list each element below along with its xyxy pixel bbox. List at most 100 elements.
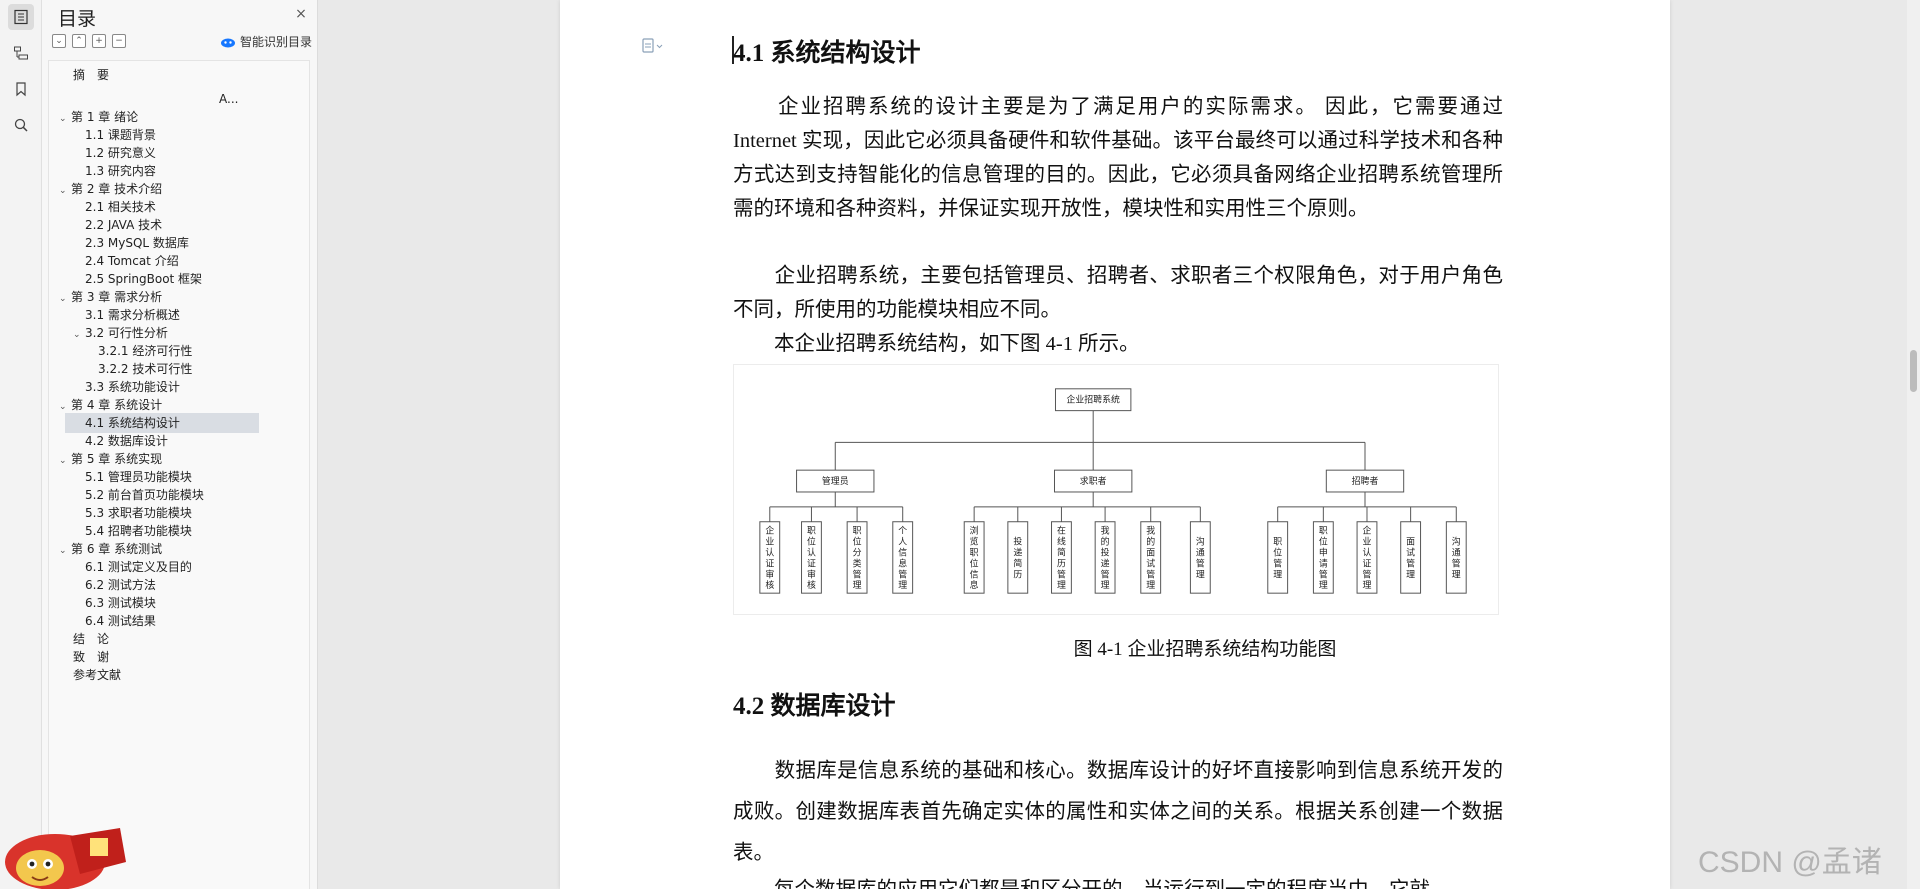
toc-item[interactable]: 1.3 研究内容 — [49, 161, 299, 181]
leaf-node-char: 浏 — [970, 525, 979, 537]
toc-item[interactable]: 4.2 数据库设计 — [49, 431, 299, 451]
structure-diagram: 企业招聘系统管理员企业认证审核职位认证审核职位分类管理个人信息管理求职者浏览职位… — [733, 364, 1499, 615]
group-node — [1053, 469, 1133, 493]
toc-item[interactable]: 2.2 JAVA 技术 — [49, 215, 299, 235]
toc-item[interactable]: 6.1 测试定义及目的 — [49, 557, 299, 577]
leaf-node-char: 理 — [1363, 580, 1372, 591]
leaf-node-char: 认 — [765, 546, 774, 558]
toc-item-label: 致 谢 — [73, 650, 110, 664]
toc-item[interactable]: 2.4 Tomcat 介绍 — [49, 251, 299, 271]
toc-item-label: 2.5 SpringBoot 框架 — [85, 272, 203, 286]
leaf-node-char: 理 — [1057, 580, 1066, 591]
toc-item[interactable]: 3.2.2 技术可行性 — [49, 359, 299, 379]
toc-item-label: 6.3 测试模块 — [85, 596, 156, 610]
toc-item[interactable]: 1.1 课题背景 — [49, 125, 299, 145]
toc-panel-icon[interactable] — [8, 4, 34, 30]
add-heading-button[interactable]: + — [92, 34, 106, 48]
heading-4-1: 4.1 系统结构设计 — [733, 40, 921, 67]
toc-item[interactable]: 3.2.1 经济可行性 — [49, 341, 299, 361]
page-format-icon[interactable] — [642, 38, 664, 58]
toc-item-label: 1.3 研究内容 — [85, 164, 156, 178]
toc-item[interactable]: 2.1 相关技术 — [49, 197, 299, 217]
document-page: 4.1 系统结构设计 企业招聘系统的设计主要是为了满足用户的实际需求。 因此，它… — [560, 0, 1670, 889]
toc-item[interactable]: 参考文献 — [49, 665, 299, 685]
search-icon[interactable] — [8, 112, 34, 138]
leaf-node-char: 线 — [1057, 536, 1066, 548]
toc-item-label: 第 1 章 绪论 — [71, 110, 139, 124]
scrollbar-thumb[interactable] — [1910, 350, 1917, 392]
chevron-down-icon[interactable]: ⌄ — [59, 402, 67, 412]
toc-item[interactable]: ⌄ 第 1 章 绪论 — [49, 107, 299, 127]
chevron-down-icon[interactable]: ⌄ — [59, 456, 67, 466]
close-icon[interactable]: × — [295, 6, 307, 22]
remove-heading-button[interactable]: − — [112, 34, 126, 48]
document-viewport[interactable]: 4.1 系统结构设计 企业招聘系统的设计主要是为了满足用户的实际需求。 因此，它… — [318, 0, 1920, 889]
leaf-node-char: 管 — [1452, 557, 1461, 569]
toc-item[interactable]: 5.1 管理员功能模块 — [49, 467, 299, 487]
toc-item[interactable]: 6.3 测试模块 — [49, 593, 299, 613]
toc-item-label: 5.4 招聘者功能模块 — [85, 524, 192, 538]
leaf-node-char: 理 — [1101, 580, 1110, 591]
collapse-all-button[interactable]: ⌄ — [52, 34, 66, 48]
leaf-node — [963, 521, 985, 594]
leaf-node-char: 管 — [1319, 568, 1328, 580]
smart-toc-button[interactable]: 智能识别目录 — [220, 33, 312, 50]
ai-cloud-icon — [221, 38, 235, 47]
toc-item[interactable]: ⌄第 3 章 需求分析 — [49, 287, 299, 307]
leaf-node-char: 业 — [1363, 537, 1372, 548]
vertical-scrollbar[interactable] — [1907, 0, 1920, 889]
expand-all-button[interactable]: ⌃ — [72, 34, 86, 48]
leaf-node-char: 历 — [1057, 558, 1066, 569]
leaf-node-char: 理 — [1146, 580, 1155, 591]
toc-item[interactable]: A... — [49, 89, 299, 109]
toc-item[interactable]: 3.1 需求分析概述 — [49, 305, 299, 325]
toc-item[interactable]: 5.3 求职者功能模块 — [49, 503, 299, 523]
chevron-down-icon[interactable]: ⌄ — [59, 186, 67, 196]
toc-item[interactable]: ⌄第 4 章 系统设计 — [49, 395, 299, 415]
bookmark-icon[interactable] — [8, 76, 34, 102]
toc-item-label: 摘 要 — [73, 68, 110, 82]
chevron-down-icon[interactable]: ⌄ — [73, 330, 81, 340]
toc-item-label: 1.2 研究意义 — [85, 146, 156, 160]
toc-item-label: A... — [219, 92, 239, 106]
chevron-down-icon[interactable]: ⌄ — [59, 546, 67, 556]
leaf-node-char: 分 — [853, 547, 862, 558]
toc-item[interactable]: 1.2 研究意义 — [49, 143, 299, 163]
toc-item[interactable]: ⌄第 5 章 系统实现 — [49, 449, 299, 469]
toc-item[interactable]: 5.4 招聘者功能模块 — [49, 521, 299, 541]
leaf-node-char: 管 — [898, 568, 907, 580]
toc-item-label: 第 6 章 系统测试 — [71, 542, 163, 556]
leaf-node-char: 面 — [1406, 537, 1415, 548]
toc-item[interactable]: 6.2 测试方法 — [49, 575, 299, 595]
toc-item[interactable]: 结 论 — [49, 629, 299, 649]
text-cursor — [732, 36, 734, 64]
toc-item[interactable]: 5.2 前台首页功能模块 — [49, 485, 299, 505]
toc-item[interactable]: 摘 要 — [49, 65, 299, 85]
toc-item[interactable]: 2.3 MySQL 数据库 — [49, 233, 299, 253]
chevron-down-icon[interactable]: ⌄ — [59, 294, 67, 304]
toc-item[interactable]: 2.5 SpringBoot 框架 — [49, 269, 299, 289]
toc-item[interactable]: 致 谢 — [49, 647, 299, 667]
leaf-node-char: 认 — [807, 546, 816, 558]
toc-item[interactable]: 6.4 测试结果 — [49, 611, 299, 631]
toc-item[interactable]: ⌄ 第 6 章 系统测试 — [49, 539, 299, 559]
toc-item[interactable]: 3.3 系统功能设计 — [49, 377, 299, 397]
leaf-node-char: 管 — [1101, 568, 1110, 580]
leaf-node-char: 通 — [1452, 547, 1461, 558]
toc-item[interactable]: 4.1 系统结构设计 — [65, 413, 259, 433]
leaf-node-char: 职 — [970, 547, 979, 558]
toc-item[interactable]: ⌄第 2 章 技术介绍 — [49, 179, 299, 199]
toc-item-label: 3.2.2 技术可行性 — [98, 362, 193, 376]
chevron-down-icon[interactable]: ⌄ — [59, 114, 67, 124]
navigation-tree-icon[interactable] — [8, 40, 34, 66]
leaf-node-char: 管 — [853, 568, 862, 580]
paragraph-1: 企业招聘系统的设计主要是为了满足用户的实际需求。 因此，它需要通过 Intern… — [733, 96, 1503, 220]
toc-item-label: 4.2 数据库设计 — [85, 434, 168, 448]
leaf-node — [1267, 521, 1289, 594]
toc-item[interactable]: ⌄3.2 可行性分析 — [49, 323, 299, 343]
leaf-node-char: 位 — [970, 557, 979, 569]
mascot-icon[interactable] — [0, 822, 130, 889]
leaf-node-char: 业 — [765, 537, 774, 548]
leaf-node-char: 试 — [1146, 557, 1155, 569]
